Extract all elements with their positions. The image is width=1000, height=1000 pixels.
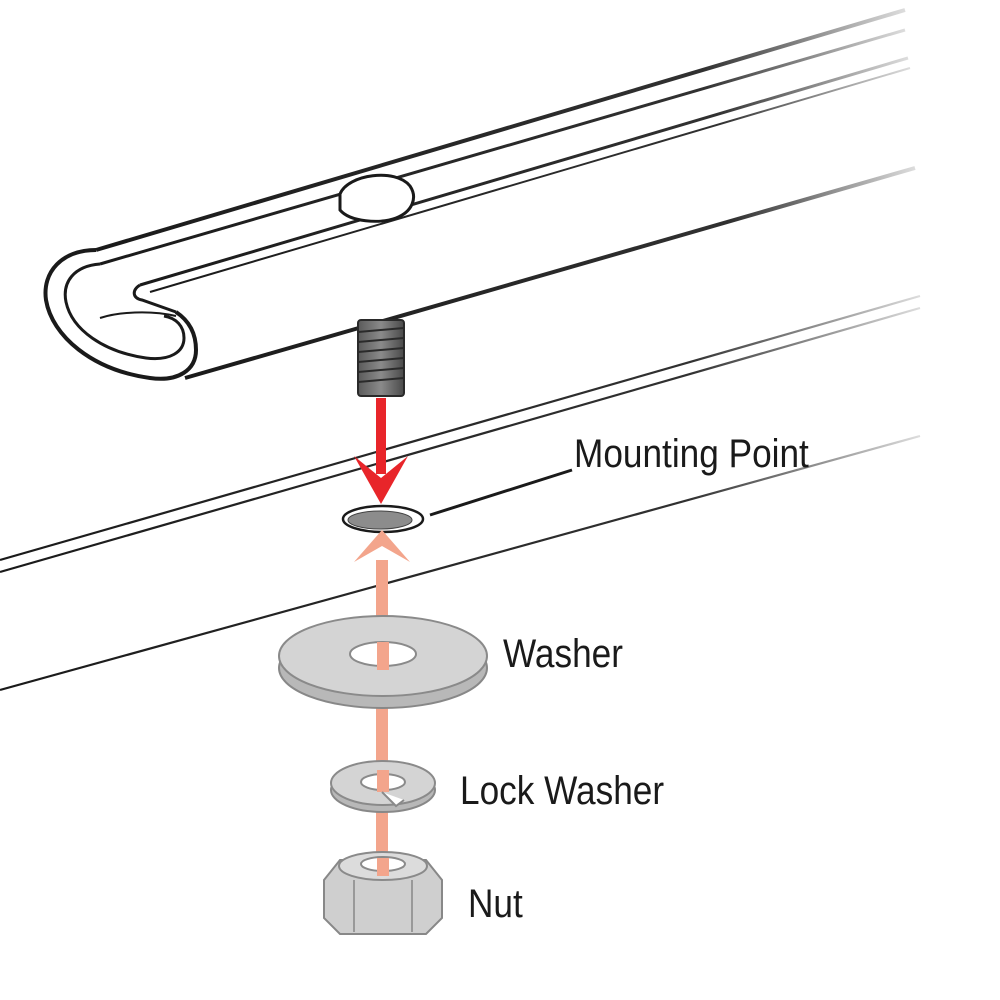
roof-surface	[0, 294, 921, 692]
insert-arrow	[354, 398, 408, 504]
lock-washer-label: Lock Washer	[460, 769, 665, 813]
washer-label: Washer	[503, 632, 623, 676]
mounting-hole-icon	[341, 504, 425, 534]
crossbar-icon	[43, 8, 916, 382]
nut-label: Nut	[468, 882, 523, 926]
nut-icon	[323, 851, 443, 935]
lock-washer-icon	[330, 760, 436, 813]
mounting-point-label: Mounting Point	[574, 432, 809, 476]
washer-icon	[278, 615, 488, 709]
mounting-point-leader	[429, 468, 573, 517]
bolt-icon	[357, 319, 405, 397]
